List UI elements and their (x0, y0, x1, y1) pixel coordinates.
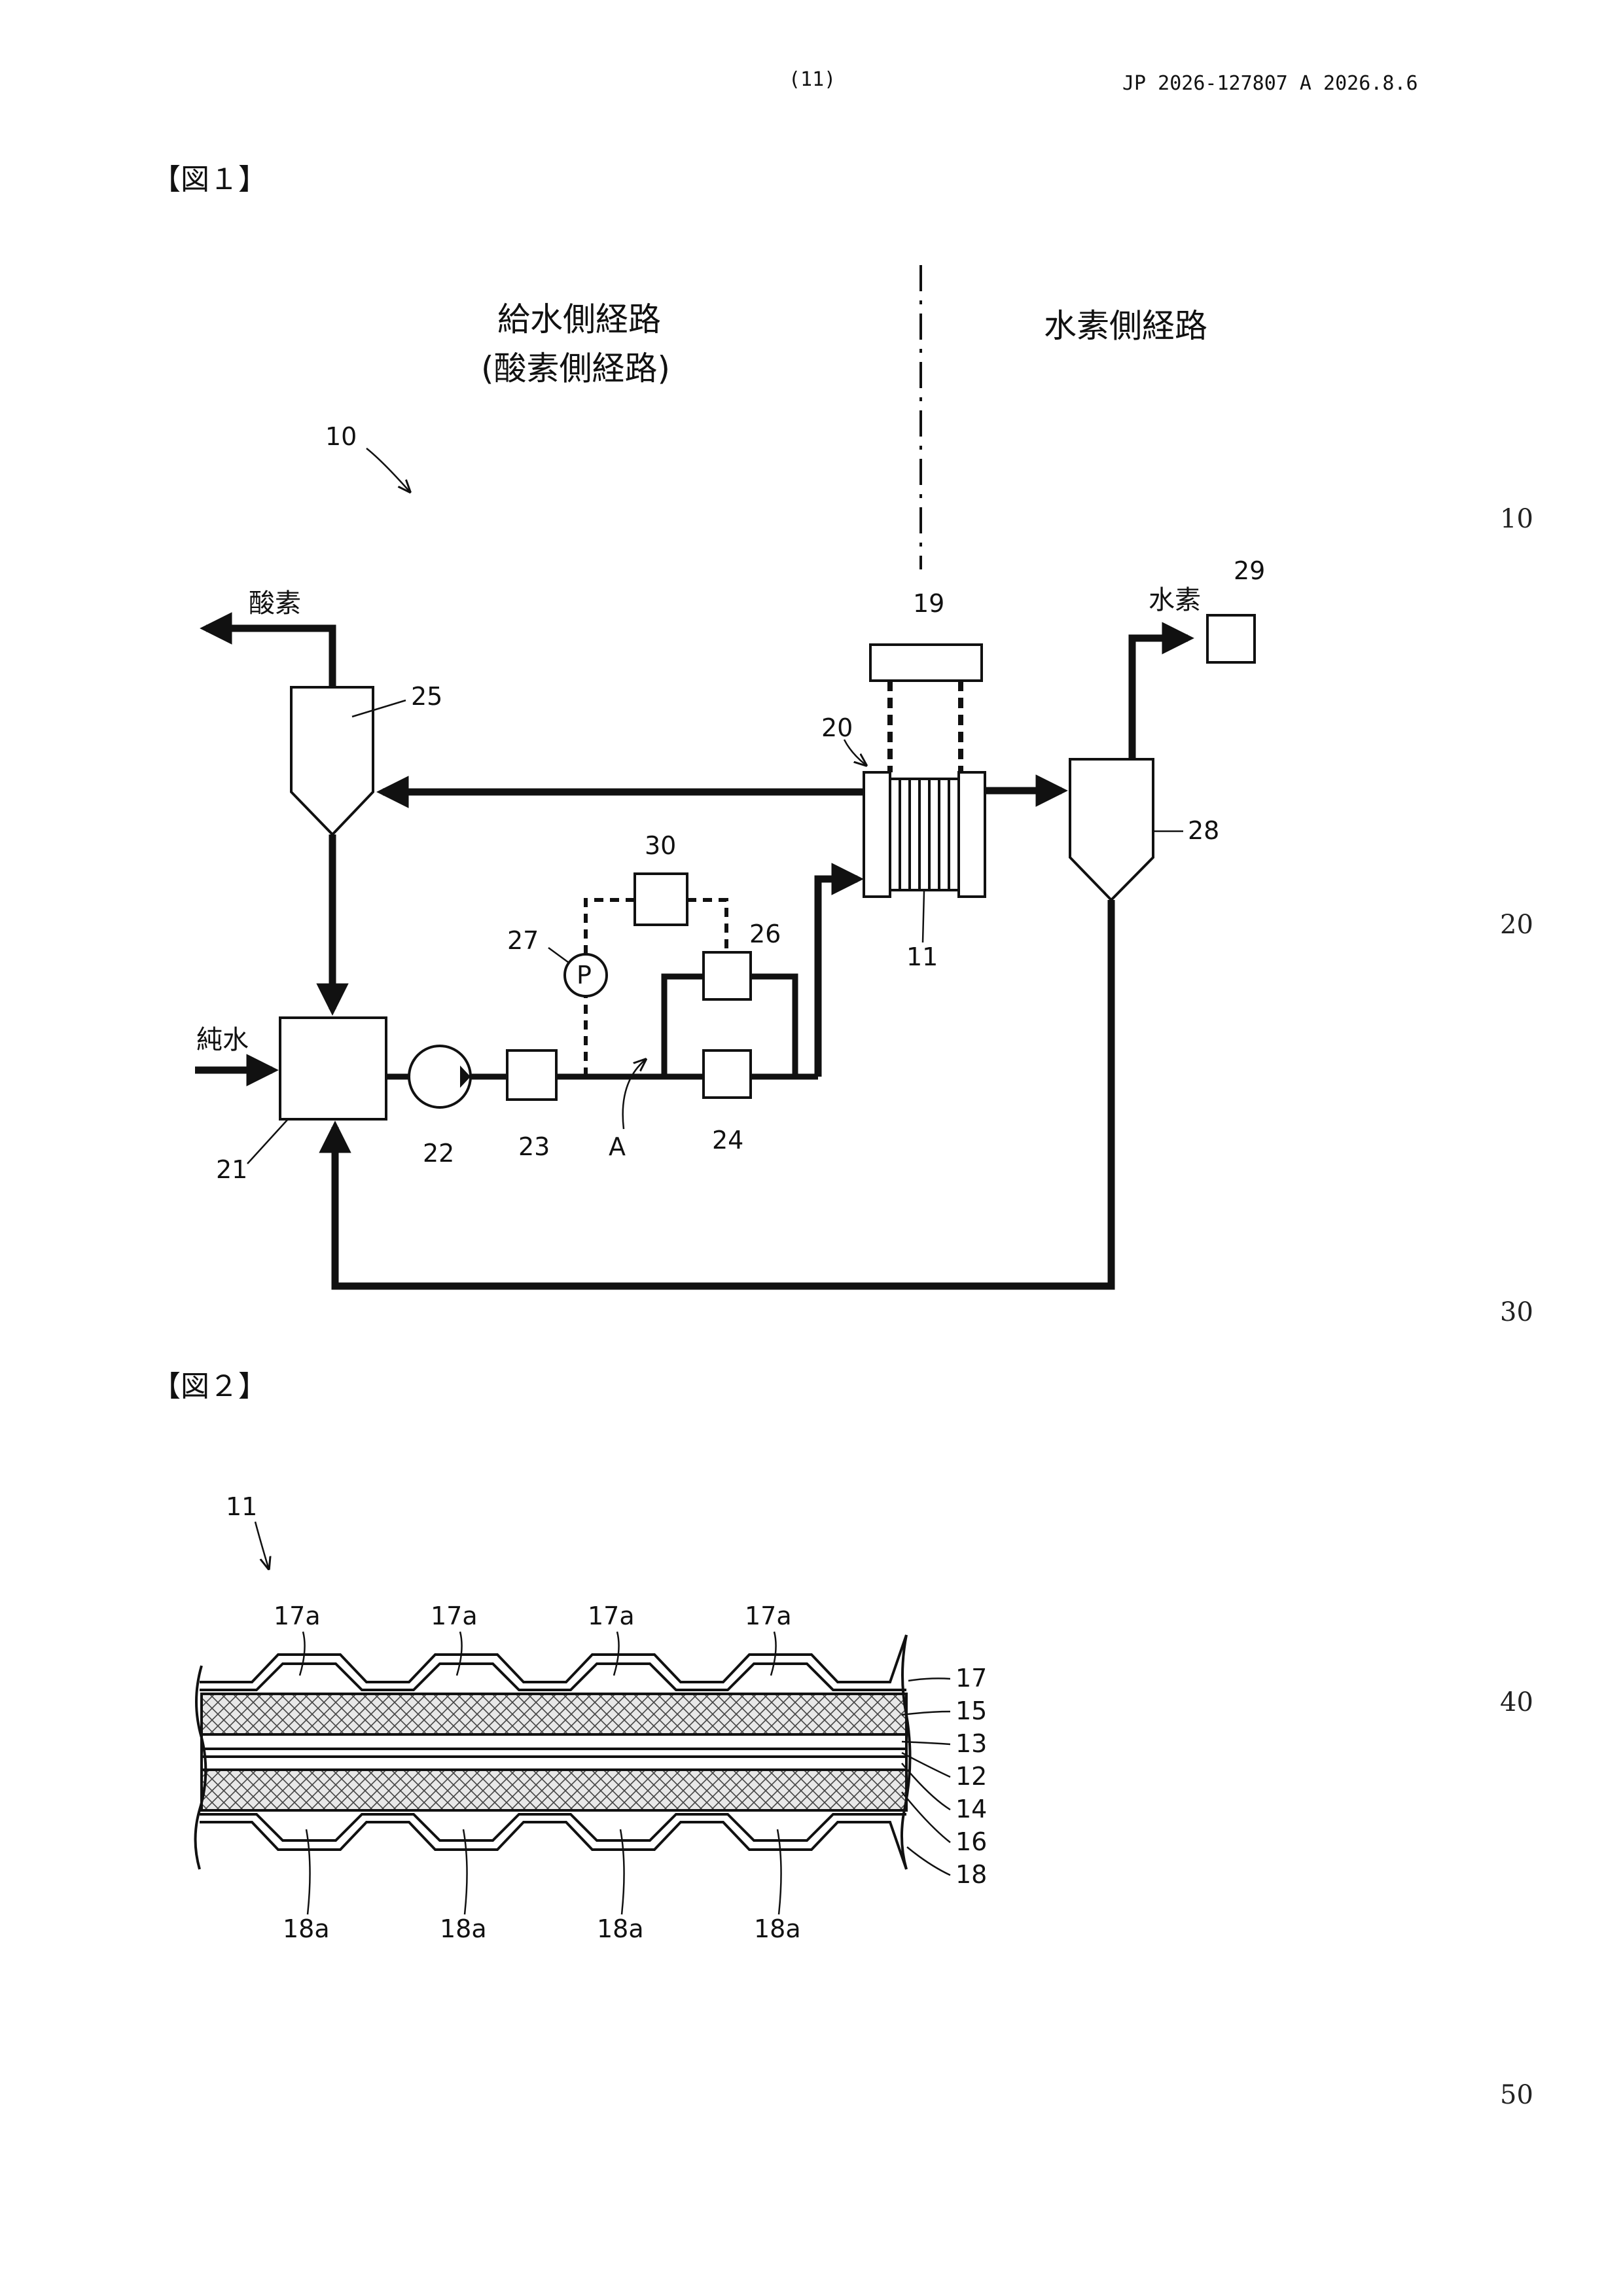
point-a-arrow (623, 1060, 645, 1129)
cell-ref-11: 11 (226, 1492, 257, 1521)
hydrogen-tank-29 (1207, 615, 1255, 662)
channel-17a-label-2: 17a (431, 1602, 478, 1630)
system-ref-arrow (366, 448, 409, 491)
layer-label-18: 18 (955, 1860, 987, 1889)
system-ref-10: 10 (325, 422, 357, 451)
channel-17a-label-3: 17a (588, 1602, 635, 1630)
figure-1-diagram: 給水側経路 (酸素側経路) 水素側経路 10 25 酸素 20 11 19 (195, 265, 1265, 1286)
point-a-label: A (609, 1132, 626, 1161)
region-hydrogen-label: 水素側経路 (1044, 307, 1207, 345)
region-feed-sublabel: (酸素側経路) (481, 350, 670, 387)
leader-27 (548, 948, 568, 962)
control-line-left (586, 900, 635, 954)
layer-label-14: 14 (955, 1795, 987, 1823)
water-tank-21 (280, 1018, 386, 1119)
valve-24 (704, 1050, 751, 1098)
figure-2-diagram: 11 17a 17a 17a 17a 18a (196, 1492, 988, 1943)
hydrogen-label: 水素 (1149, 585, 1201, 615)
layer-label-15: 15 (955, 1696, 987, 1725)
bypass-line-out (751, 977, 795, 1077)
channel-18a-label-3: 18a (597, 1914, 644, 1943)
layer-label-13: 13 (955, 1729, 987, 1758)
layer-label-12: 12 (955, 1762, 987, 1791)
power-supply-19 (870, 645, 982, 681)
label-27: 27 (507, 926, 539, 955)
label-25: 25 (411, 682, 442, 711)
channel-17a-label-1: 17a (274, 1602, 321, 1630)
controller-30 (635, 874, 687, 925)
control-line-right (687, 900, 726, 952)
label-28: 28 (1188, 816, 1219, 845)
channel-18a-label-4: 18a (754, 1914, 801, 1943)
leader-11 (923, 891, 924, 942)
oxygen-label: 酸素 (249, 588, 301, 619)
channel-18a-label-2: 18a (440, 1914, 487, 1943)
label-22: 22 (423, 1139, 454, 1168)
region-feed-label: 給水側経路 (497, 300, 661, 338)
filter-23 (507, 1050, 556, 1100)
label-11: 11 (906, 942, 938, 971)
pure-water-label: 純水 (196, 1025, 249, 1055)
label-26: 26 (749, 920, 781, 948)
label-19: 19 (913, 589, 944, 618)
separator-17-inner (200, 1664, 906, 1690)
label-23: 23 (518, 1132, 550, 1161)
stack-20-left-plate (864, 772, 890, 897)
bypass-line (664, 977, 704, 1077)
leader-20 (844, 740, 865, 764)
hydrogen-outlet-line (1132, 638, 1188, 759)
catalyst-layer-13 (202, 1734, 906, 1749)
separator-17-outer (200, 1635, 906, 1682)
channel-17a-label-4: 17a (745, 1602, 792, 1630)
label-30: 30 (645, 831, 676, 860)
cell-ref-arrow (255, 1522, 268, 1568)
channel-18a-label-1: 18a (283, 1914, 330, 1943)
hydrogen-separator-28 (1070, 759, 1153, 900)
stack-20-right-plate (959, 772, 985, 897)
gas-diffusion-layer-15 (202, 1694, 906, 1734)
separator-18-inner (200, 1814, 906, 1840)
pressure-label: P (577, 961, 592, 990)
label-24: 24 (712, 1126, 743, 1155)
stack-feed-line (818, 879, 857, 1077)
label-20: 20 (821, 713, 853, 742)
separator-18-outer (200, 1822, 906, 1869)
layer-label-16: 16 (955, 1827, 987, 1856)
layer-label-17: 17 (955, 1664, 987, 1693)
oxygen-separator-25 (291, 687, 373, 834)
label-29: 29 (1234, 556, 1265, 585)
catalyst-layer-14 (202, 1757, 906, 1770)
label-21: 21 (216, 1155, 247, 1184)
leader-21 (247, 1119, 288, 1164)
channel-17a-leaders (300, 1632, 776, 1676)
gas-diffusion-layer-16 (202, 1770, 906, 1810)
valve-26 (704, 952, 751, 999)
channel-18a-leaders (306, 1829, 781, 1914)
oxygen-outlet-line (206, 628, 332, 687)
